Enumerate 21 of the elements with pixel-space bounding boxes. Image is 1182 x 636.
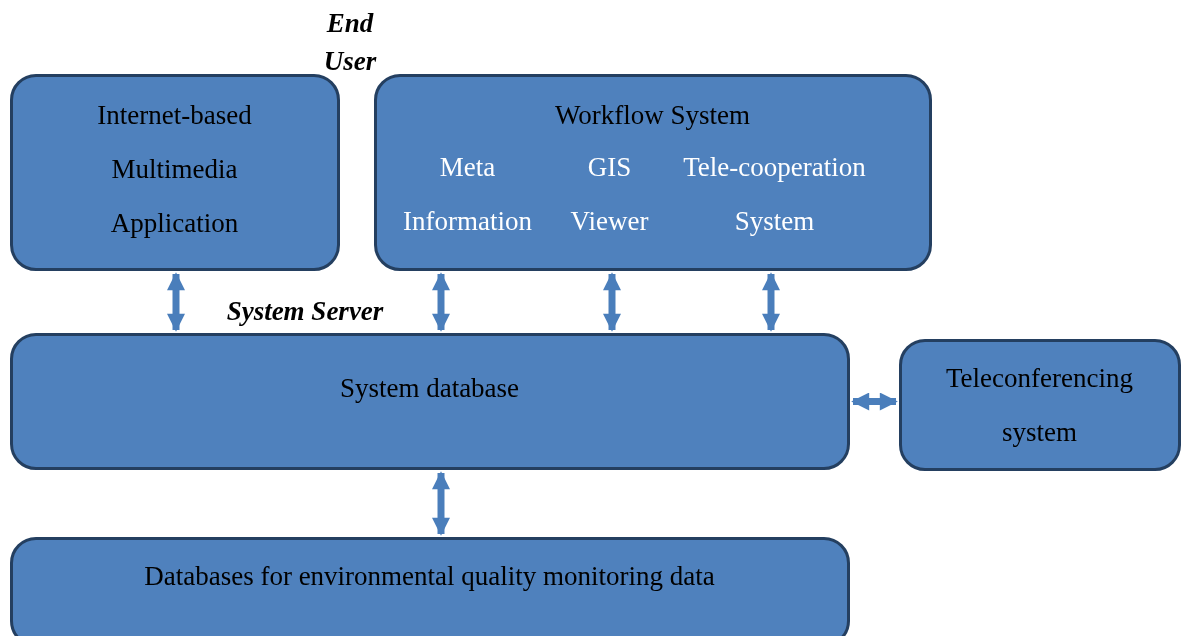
box-label: System database [338, 371, 521, 405]
double-arrow [762, 272, 780, 332]
box-label: Workflow System [553, 98, 752, 132]
box-label: Teleconferencing system [945, 361, 1134, 449]
rounded-box [10, 74, 340, 271]
section-label: End User [322, 7, 378, 78]
rounded-box [374, 74, 932, 271]
component-label: Tele-cooperation System [682, 150, 867, 238]
section-label: System Server [225, 295, 385, 328]
double-arrow [432, 471, 450, 536]
double-arrow [851, 392, 898, 411]
box-label: Internet-based Multimedia Application [96, 98, 253, 240]
rounded-box [899, 339, 1181, 471]
double-arrow [603, 272, 621, 332]
rounded-box [10, 333, 850, 470]
component-label: Meta Information [402, 150, 533, 238]
double-arrow [432, 272, 450, 332]
component-label: GIS Viewer [569, 150, 650, 238]
box-label: Databases for environmental quality monitoring data [143, 559, 716, 593]
double-arrow [167, 272, 185, 332]
rounded-box [10, 537, 850, 636]
